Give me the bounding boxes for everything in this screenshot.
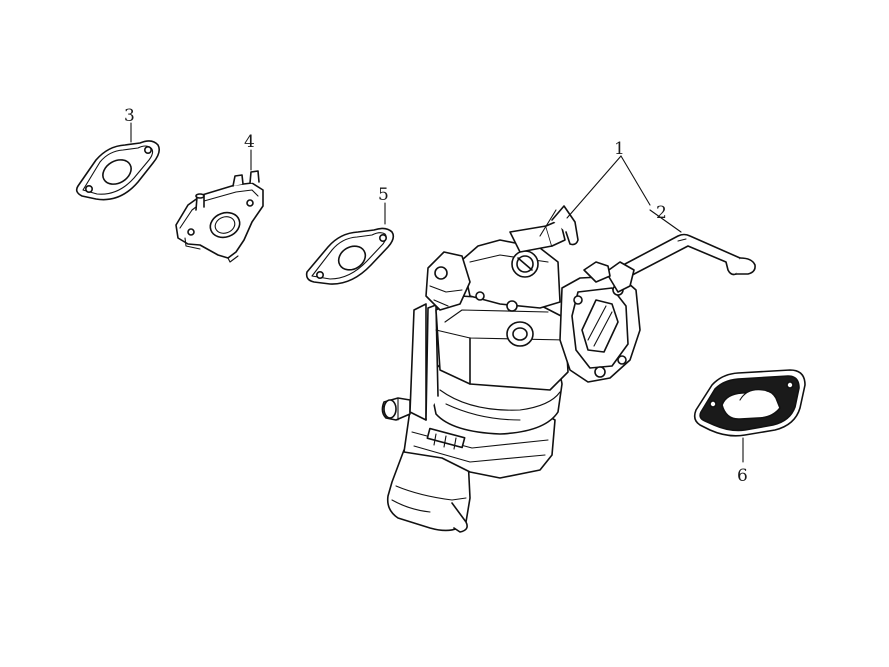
label-2: 2 (656, 203, 667, 223)
leader-1b (620, 155, 651, 206)
label-3: 3 (124, 106, 135, 126)
part-5-gasket[interactable] (305, 227, 395, 285)
leader-1a (566, 155, 622, 219)
label-6: 6 (737, 466, 748, 486)
leader-2 (649, 209, 682, 233)
label-4: 4 (244, 132, 255, 152)
part-1-carburetor-assembly[interactable] (381, 205, 641, 533)
part-3-gasket[interactable] (75, 140, 160, 201)
label-5: 5 (378, 185, 389, 205)
label-1: 1 (614, 139, 625, 159)
part-4-insulator-plate[interactable] (175, 170, 264, 263)
part-6-gasket[interactable] (693, 369, 806, 437)
